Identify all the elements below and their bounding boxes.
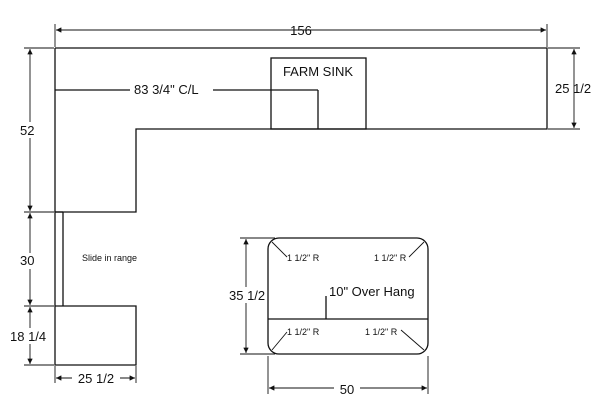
radius-top-left: 1 1/2" R [287, 253, 320, 263]
l-countertop-outline [54, 47, 548, 366]
slide-in-range-label: Slide in range [82, 253, 137, 263]
island-outline [267, 237, 429, 355]
radius-leader [408, 241, 425, 258]
radius-bottom-left: 1 1/2" R [287, 327, 320, 337]
dim-top-width: 156 [290, 23, 312, 38]
dim-right-depth: 25 1/2 [555, 81, 591, 96]
dim-left-bottom: 18 1/4 [10, 329, 46, 344]
dim-left-total: 52 [20, 123, 34, 138]
farm-sink-label: FARM SINK [283, 64, 353, 79]
radius-bottom-right: 1 1/2" R [365, 327, 398, 337]
dim-bottom-width: 25 1/2 [78, 371, 114, 386]
radius-leader [271, 331, 288, 351]
dim-left-range-gap: 30 [20, 253, 34, 268]
radius-top-right: 1 1/2" R [374, 253, 407, 263]
radius-leader [271, 241, 288, 258]
overhang-label: 10" Over Hang [329, 284, 415, 299]
radius-leader [400, 329, 425, 351]
dim-island-depth: 35 1/2 [229, 288, 265, 303]
centerline-label: 83 3/4" C/L [134, 82, 199, 97]
dim-island-width: 50 [340, 382, 354, 397]
